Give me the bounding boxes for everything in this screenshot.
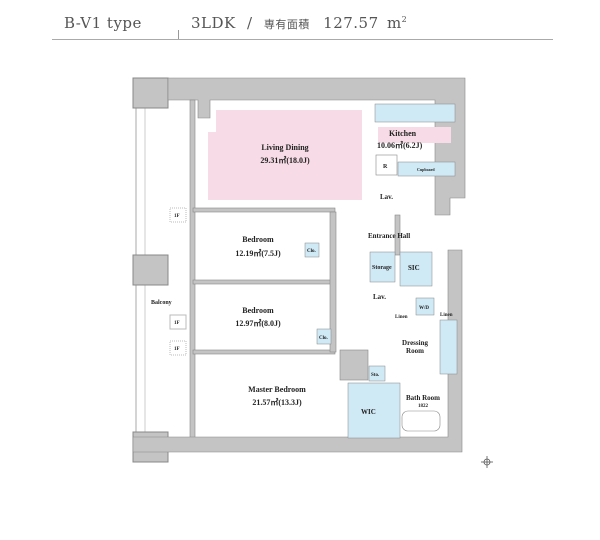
- storage-label: Storage: [372, 265, 392, 271]
- bedroom2-label: Bedroom: [242, 306, 274, 315]
- kitchen-counter: [374, 103, 456, 123]
- dressing-cabinet: [439, 319, 458, 375]
- living-label: Living Dining: [261, 143, 308, 152]
- area-unit: m2: [386, 14, 408, 32]
- bedroom1-area: 12.19㎡(7.5J): [235, 248, 281, 258]
- lav-label: Lav.: [380, 193, 393, 201]
- compass-icon: [481, 456, 493, 468]
- sic-label: SIC: [408, 264, 420, 272]
- header-underline: [52, 39, 553, 40]
- wic-label: WIC: [361, 408, 376, 416]
- layout-type: 3LDK: [191, 14, 236, 32]
- bedroom1-label: Bedroom: [242, 235, 274, 244]
- wd-label: W/D: [419, 306, 429, 311]
- sic: [399, 251, 433, 287]
- master-bedroom-area: 21.57㎡(13.3J): [252, 397, 302, 407]
- small-storage: [368, 365, 386, 382]
- kitchen-label: Kitchen: [389, 129, 417, 138]
- closet2-label: Clo.: [319, 336, 329, 341]
- area-value: 127.57: [323, 14, 379, 32]
- outdoor-unit-label: 1F: [174, 321, 180, 326]
- plan-type-label: B-V1 type: [64, 14, 142, 32]
- kitchen-area-text: 10.06㎡(6.2J): [377, 140, 423, 150]
- bathtub: [401, 410, 441, 432]
- dressing-room-label: Room: [406, 347, 424, 355]
- closet1-label: Clo.: [307, 249, 317, 254]
- washer-dryer: [415, 297, 435, 316]
- entrance-hall-label: Entrance Hall: [368, 232, 410, 240]
- balcony-label: Balcony: [151, 300, 172, 306]
- linen1-label: Linen: [395, 315, 408, 320]
- cupboard: [397, 161, 456, 177]
- closet1: [304, 242, 320, 258]
- living-area: 29.31㎡(18.0J): [260, 155, 310, 165]
- walk-in-closet: [347, 382, 401, 439]
- lav2-label: Lav.: [373, 293, 386, 301]
- area-label: 専有面積: [263, 18, 310, 31]
- plan-summary: 3LDK / 専有面積 127.57 m2: [191, 14, 407, 32]
- cupboard-label: Cupboard: [417, 167, 435, 172]
- outdoor-unit-label: 1F: [174, 347, 180, 352]
- storage: [369, 251, 396, 283]
- bath-room-label: Bath Room: [406, 394, 440, 402]
- kitchen-area: [378, 127, 451, 143]
- separator: /: [247, 14, 253, 32]
- bath-size: 1822: [418, 404, 429, 409]
- living-dining-area: [208, 110, 362, 200]
- walls: [132, 77, 466, 453]
- balcony: Balcony 1F 1F 1F: [132, 77, 187, 463]
- master-bedroom-label: Master Bedroom: [248, 385, 306, 394]
- outdoor-unit-label: 1F: [174, 214, 180, 219]
- refrigerator: [375, 154, 398, 176]
- dressing-room-label: Dressing: [402, 339, 428, 347]
- header-divider: [178, 30, 179, 40]
- closet2: [316, 328, 332, 345]
- refrigerator-label: R: [383, 164, 388, 170]
- small-storage-label: Sto.: [371, 373, 380, 378]
- linen2-label: Linen: [440, 313, 453, 318]
- bedroom2-area: 12.97㎡(8.0J): [235, 318, 281, 328]
